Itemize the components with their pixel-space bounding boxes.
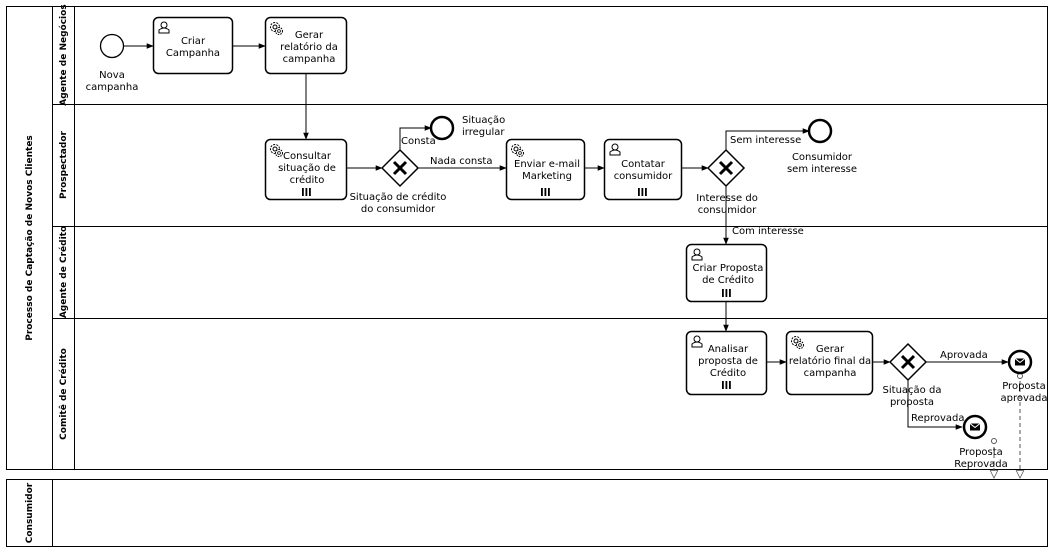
message-flows [994, 374, 1020, 478]
external-pool-title: Consumidor [25, 482, 35, 543]
flow-label-nada-consta: Nada consta [430, 156, 492, 167]
start-event[interactable] [99, 33, 125, 59]
flow-label-consta: Consta [401, 136, 436, 147]
end-event-rejected[interactable] [962, 414, 988, 440]
gateway-situacao-credito[interactable] [380, 148, 420, 188]
lane-label-prospectador: Prospectador [59, 130, 69, 198]
end-event-irregular[interactable] [429, 115, 455, 141]
flow-label-aprovada: Aprovada [940, 350, 988, 361]
flow-label-sem-interesse: Sem interesse [730, 135, 801, 146]
end-event-approved[interactable] [1007, 349, 1033, 375]
external-pool [6, 479, 1048, 547]
lane-label-agente-credito: Agente de Crédito [58, 226, 69, 318]
gateway-interesse[interactable] [706, 148, 746, 188]
flow-label-reprovada: Reprovada [911, 413, 965, 424]
sequence-flows [124, 43, 1009, 430]
flow-label-com-interesse: Com interesse [732, 226, 804, 237]
pool-title: Processo de Captação de Novos Clientes [25, 135, 35, 341]
main-pool [6, 6, 1048, 470]
lane-label-comite-credito: Comitê de Crédito [58, 348, 69, 440]
lane-label-agente-negocios: Agente de Negócios [58, 4, 69, 105]
end-event-no-interest[interactable] [807, 118, 833, 144]
gateway-situacao-proposta[interactable] [888, 342, 928, 382]
